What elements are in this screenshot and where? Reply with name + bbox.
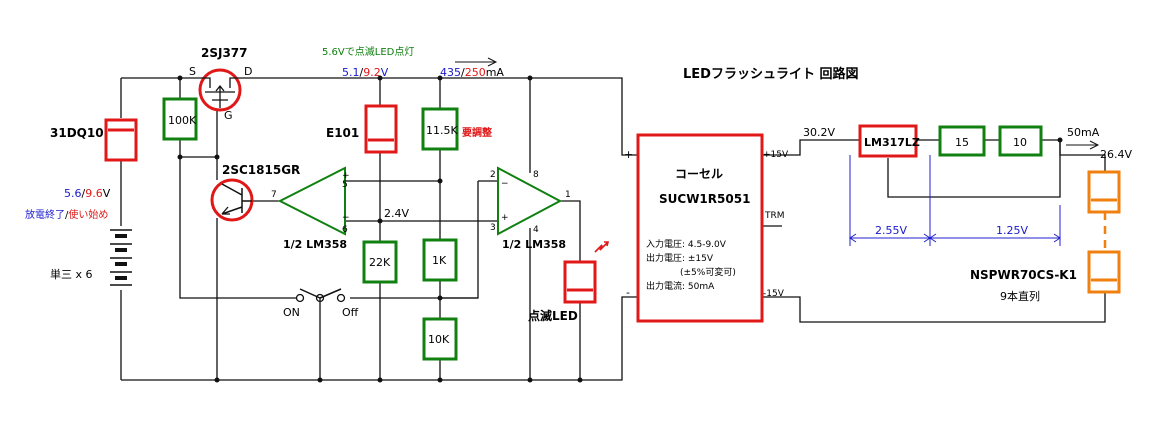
battery-symbol-icon bbox=[110, 229, 132, 286]
opamp-1: 5 6 7 1/2 LM358 + − bbox=[271, 166, 350, 251]
dcdc-module: コーセル SUCW1R5051 入力電圧: 4.5-9.0V 出力電圧: ±15… bbox=[624, 133, 789, 323]
opamp-2: 2 3 1 8 4 − + 1/2 LM358 bbox=[490, 166, 571, 251]
svg-text:7: 7 bbox=[271, 190, 277, 200]
battery-voltage: 5.6/9.6V bbox=[64, 187, 111, 200]
svg-text:LM317LZ: LM317LZ bbox=[864, 136, 920, 149]
svg-text:+: + bbox=[624, 148, 633, 161]
white-led-label: NSPWR70CS-K1 bbox=[970, 268, 1077, 282]
svg-text:11.5K: 11.5K bbox=[426, 124, 458, 137]
junctions bbox=[177, 75, 1063, 383]
output-voltage: 30.2V bbox=[803, 126, 835, 139]
svg-text:8: 8 bbox=[533, 170, 539, 180]
blink-led: 点滅LED bbox=[528, 241, 610, 323]
regulator-lm317lz: LM317LZ bbox=[858, 124, 920, 158]
svg-text:出力電流: 50mA: 出力電流: 50mA bbox=[646, 280, 715, 292]
wires bbox=[120, 77, 1107, 381]
switch-off-label: Off bbox=[342, 306, 359, 319]
top-current: 435/250mA bbox=[440, 66, 504, 79]
white-led-note: 9本直列 bbox=[1000, 289, 1040, 303]
svg-text:2: 2 bbox=[490, 170, 496, 180]
diagram-title: LEDフラッシュライト 回路図 bbox=[683, 66, 858, 82]
switch-on-label: ON bbox=[283, 306, 300, 319]
svg-text:出力電圧: ±15V: 出力電圧: ±15V bbox=[646, 252, 714, 264]
svg-text:D: D bbox=[244, 65, 252, 78]
transistor-2sc1815gr: 2SC1815GR bbox=[210, 163, 300, 222]
output-current-arrow-icon bbox=[1066, 140, 1100, 150]
current-arrow-icon bbox=[455, 57, 498, 67]
svg-text:SUCW1R5051: SUCW1R5051 bbox=[659, 192, 750, 206]
capacitor-e101: E101 bbox=[326, 104, 398, 154]
diode-31dq10: 31DQ10 bbox=[50, 118, 138, 162]
adjust-note: 要調整 bbox=[462, 126, 492, 139]
svg-text:1: 1 bbox=[565, 190, 571, 200]
svg-text:−: − bbox=[501, 179, 509, 189]
svg-text:放電終了/使い始め: 放電終了/使い始め bbox=[25, 208, 108, 221]
svg-text:+: + bbox=[501, 213, 509, 223]
top-voltage: 5.1/9.2V bbox=[342, 66, 389, 79]
svg-text:4: 4 bbox=[533, 225, 539, 235]
svg-text:1K: 1K bbox=[432, 254, 447, 267]
battery-label: 単三 x 6 bbox=[50, 267, 93, 281]
mid-voltage: 2.4V bbox=[384, 207, 409, 220]
svg-text:1/2 LM358: 1/2 LM358 bbox=[283, 238, 347, 251]
svg-text:6: 6 bbox=[342, 225, 348, 235]
svg-text:TRM: TRM bbox=[764, 211, 785, 221]
svg-text:1/2 LM358: 1/2 LM358 bbox=[502, 238, 566, 251]
svg-text:22K: 22K bbox=[369, 256, 391, 269]
svg-text:15: 15 bbox=[955, 136, 969, 149]
drop-voltage-2: 1.25V bbox=[996, 224, 1028, 237]
drop-voltage-1: 2.55V bbox=[875, 224, 907, 237]
svg-text:E101: E101 bbox=[326, 126, 359, 140]
svg-text:100K: 100K bbox=[168, 114, 197, 127]
resistor-22k: 22K bbox=[362, 240, 398, 284]
svg-text:5.1/9.2V: 5.1/9.2V bbox=[342, 66, 389, 79]
svg-text:(±5%可変可): (±5%可変可) bbox=[680, 266, 736, 278]
dimension-lines: 2.55V 1.25V bbox=[849, 155, 1061, 246]
svg-text:S: S bbox=[189, 65, 196, 78]
svg-text:5: 5 bbox=[342, 180, 348, 190]
svg-text:入力電圧: 4.5-9.0V: 入力電圧: 4.5-9.0V bbox=[646, 238, 727, 250]
svg-text:+: + bbox=[342, 171, 350, 181]
svg-text:31DQ10: 31DQ10 bbox=[50, 126, 104, 140]
flash-note: 5.6Vで点滅LED点灯 bbox=[322, 46, 414, 58]
resistor-11k5: 11.5K bbox=[421, 107, 459, 151]
svg-text:点滅LED: 点滅LED bbox=[528, 308, 578, 323]
svg-text:2SJ377: 2SJ377 bbox=[201, 46, 248, 60]
led-voltage: 26.4V bbox=[1100, 148, 1132, 161]
svg-text:+15V: +15V bbox=[763, 150, 789, 160]
svg-text:-: - bbox=[626, 286, 630, 299]
svg-text:5.6/9.6V: 5.6/9.6V bbox=[64, 187, 111, 200]
battery-note: 放電終了/使い始め bbox=[25, 208, 108, 221]
svg-text:3: 3 bbox=[490, 223, 496, 233]
svg-text:−: − bbox=[342, 213, 350, 223]
light-emission-icon bbox=[594, 241, 609, 253]
svg-text:-15V: -15V bbox=[763, 289, 785, 299]
svg-text:435/250mA: 435/250mA bbox=[440, 66, 504, 79]
white-led-string: NSPWR70CS-K1 9本直列 bbox=[970, 170, 1121, 303]
resistor-10: 10 bbox=[998, 125, 1043, 157]
svg-text:G: G bbox=[224, 109, 233, 122]
resistor-15: 15 bbox=[938, 125, 986, 157]
resistor-100k: 100K bbox=[162, 97, 198, 141]
output-current: 50mA bbox=[1067, 126, 1100, 139]
svg-text:10K: 10K bbox=[428, 333, 450, 346]
resistor-10k: 10K bbox=[422, 317, 458, 361]
svg-text:10: 10 bbox=[1013, 136, 1027, 149]
fet-2sj377: 2SJ377 S D G bbox=[189, 46, 252, 122]
svg-text:コーセル: コーセル bbox=[675, 167, 723, 181]
svg-text:2SC1815GR: 2SC1815GR bbox=[222, 163, 300, 177]
power-switch[interactable]: ON Off bbox=[283, 288, 359, 319]
resistor-1k: 1K bbox=[422, 238, 458, 282]
